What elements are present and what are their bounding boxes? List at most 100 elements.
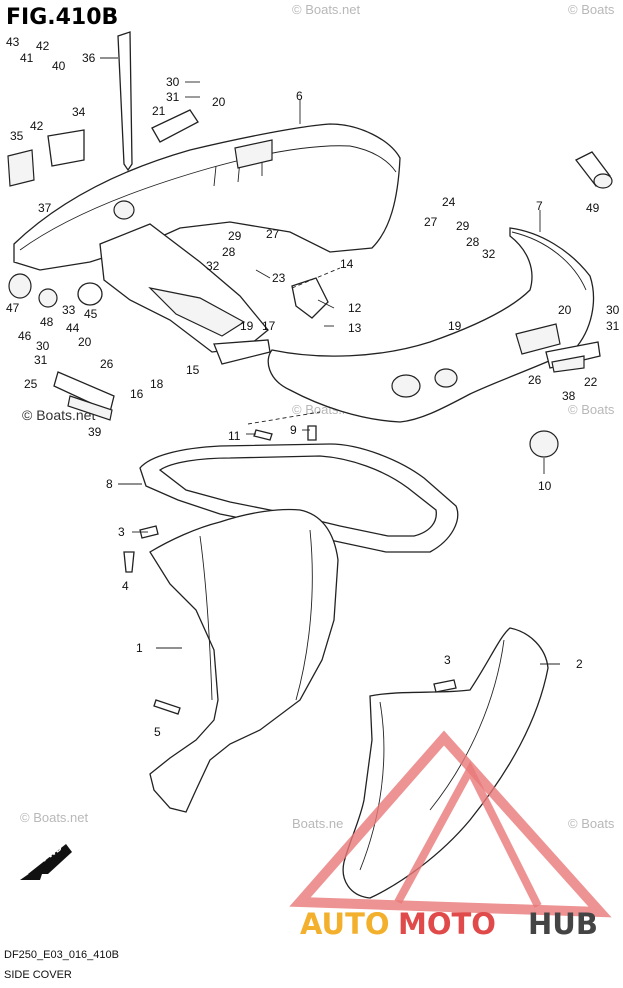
- callout-21: 21: [152, 104, 166, 118]
- watermark-left-dark: © Boats.net: [22, 407, 95, 423]
- callout-34: 34: [72, 105, 86, 119]
- callout-31b: 31: [34, 353, 48, 367]
- callout-6: 6: [296, 89, 303, 103]
- callout-38: 38: [562, 389, 576, 403]
- callout-24: 24: [442, 195, 456, 209]
- callout-30b: 30: [36, 339, 50, 353]
- callout-41: 41: [20, 51, 34, 65]
- figure-title: FIG.410B: [6, 5, 118, 30]
- part-3-clip-left: [139, 525, 159, 539]
- callout-16: 16: [130, 387, 144, 401]
- callout-14: 14: [340, 257, 354, 271]
- part-49-grommet: [575, 151, 613, 189]
- part-38-pad: [551, 355, 585, 373]
- callout-31a: 31: [166, 90, 180, 104]
- callout-29a: 29: [456, 219, 470, 233]
- callout-39: 39: [88, 425, 102, 439]
- part-11-screw: [253, 429, 273, 441]
- leader-lines: [100, 57, 560, 665]
- callout-42a: 42: [36, 39, 50, 53]
- part-35-pad: [7, 149, 35, 187]
- callout-40: 40: [52, 59, 66, 73]
- callout-36: 36: [82, 51, 96, 65]
- callout-47: 47: [6, 301, 20, 315]
- callout-32b: 32: [206, 259, 220, 273]
- callout-12: 12: [348, 301, 362, 315]
- part-36-strap: [117, 31, 133, 172]
- part-12-hinge: [291, 277, 329, 319]
- part-34-bracket: [47, 129, 85, 167]
- logo-moto: MOTO: [398, 907, 496, 941]
- fwd-arrow: FWD: [20, 842, 72, 880]
- part-47-grommet: [8, 273, 32, 299]
- part-8-seal-frame: [139, 443, 459, 553]
- watermark-bottom-center: Boats.ne: [292, 816, 343, 831]
- callout-20b: 20: [78, 335, 92, 349]
- callout-29b: 29: [228, 229, 242, 243]
- callout-20c: 20: [558, 303, 572, 317]
- callout-23: 23: [272, 271, 286, 285]
- callout-19b: 19: [448, 319, 462, 333]
- part-2-lower-cover-right: [342, 627, 549, 899]
- watermarks: © Boats.net © Boats © Boats.net © Boats …: [20, 2, 615, 831]
- callout-18: 18: [150, 377, 164, 391]
- watermark-bottom-right: © Boats: [568, 816, 615, 831]
- part-33-knob: [77, 282, 103, 306]
- part-6-upper-cover-left: [13, 123, 401, 271]
- part-10-plug: [529, 430, 559, 458]
- callout-26a: 26: [100, 357, 114, 371]
- footer-name: SIDE COVER: [4, 969, 72, 981]
- callout-2: 2: [576, 657, 583, 671]
- callout-13: 13: [348, 321, 362, 335]
- callout-9: 9: [290, 423, 297, 437]
- callout-27b: 27: [266, 227, 280, 241]
- callout-5: 5: [154, 725, 161, 739]
- logo-hub: HUB: [528, 907, 598, 941]
- callout-48: 48: [40, 315, 54, 329]
- callout-20a: 20: [212, 95, 226, 109]
- callout-32a: 32: [482, 247, 496, 261]
- callout-28b: 28: [222, 245, 236, 259]
- watermark-top-center: © Boats.net: [292, 2, 361, 17]
- callout-8: 8: [106, 477, 113, 491]
- watermark-bottom-left: © Boats.net: [20, 810, 89, 825]
- callout-45: 45: [84, 307, 98, 321]
- callout-10: 10: [538, 479, 552, 493]
- watermark-top-right: © Boats: [568, 2, 615, 17]
- callout-42b: 42: [30, 119, 44, 133]
- callout-17: 17: [262, 319, 276, 333]
- part-39-pad: [67, 395, 113, 421]
- callout-28a: 28: [466, 235, 480, 249]
- callout-33: 33: [62, 303, 76, 317]
- part-15-bracket-assembly: [99, 223, 271, 365]
- part-1-lower-cover-left: [149, 508, 339, 813]
- callout-30a: 30: [166, 75, 180, 89]
- part-5-screw: [153, 699, 181, 715]
- callout-3b: 3: [444, 653, 451, 667]
- callout-15: 15: [186, 363, 200, 377]
- callout-26b: 26: [528, 373, 542, 387]
- callout-1: 1: [136, 641, 143, 655]
- callout-35: 35: [10, 129, 24, 143]
- callout-44: 44: [66, 321, 80, 335]
- part-4-screw: [123, 551, 135, 573]
- callout-3a: 3: [118, 525, 125, 539]
- callout-27a: 27: [424, 215, 438, 229]
- callout-46: 46: [18, 329, 32, 343]
- callout-7: 7: [536, 199, 543, 213]
- callout-37: 37: [38, 201, 52, 215]
- callout-25: 25: [24, 377, 38, 391]
- callout-49: 49: [586, 201, 600, 215]
- callout-31c: 31: [606, 319, 620, 333]
- callout-labels: 43 41 42 40 36 34 42 35 37 30 31 21 20 6…: [6, 35, 620, 739]
- part-3-clip-right: [433, 679, 457, 693]
- part-7-upper-cover-right: [267, 227, 595, 423]
- callout-22: 22: [584, 375, 598, 389]
- part-48-plug: [38, 288, 58, 308]
- callout-30c: 30: [606, 303, 620, 317]
- callout-19a: 19: [240, 319, 254, 333]
- watermark-mid-right: © Boats: [568, 402, 615, 417]
- automotohub-logo: AUTO MOTO HUB: [289, 730, 612, 941]
- part-9-screw: [307, 425, 317, 441]
